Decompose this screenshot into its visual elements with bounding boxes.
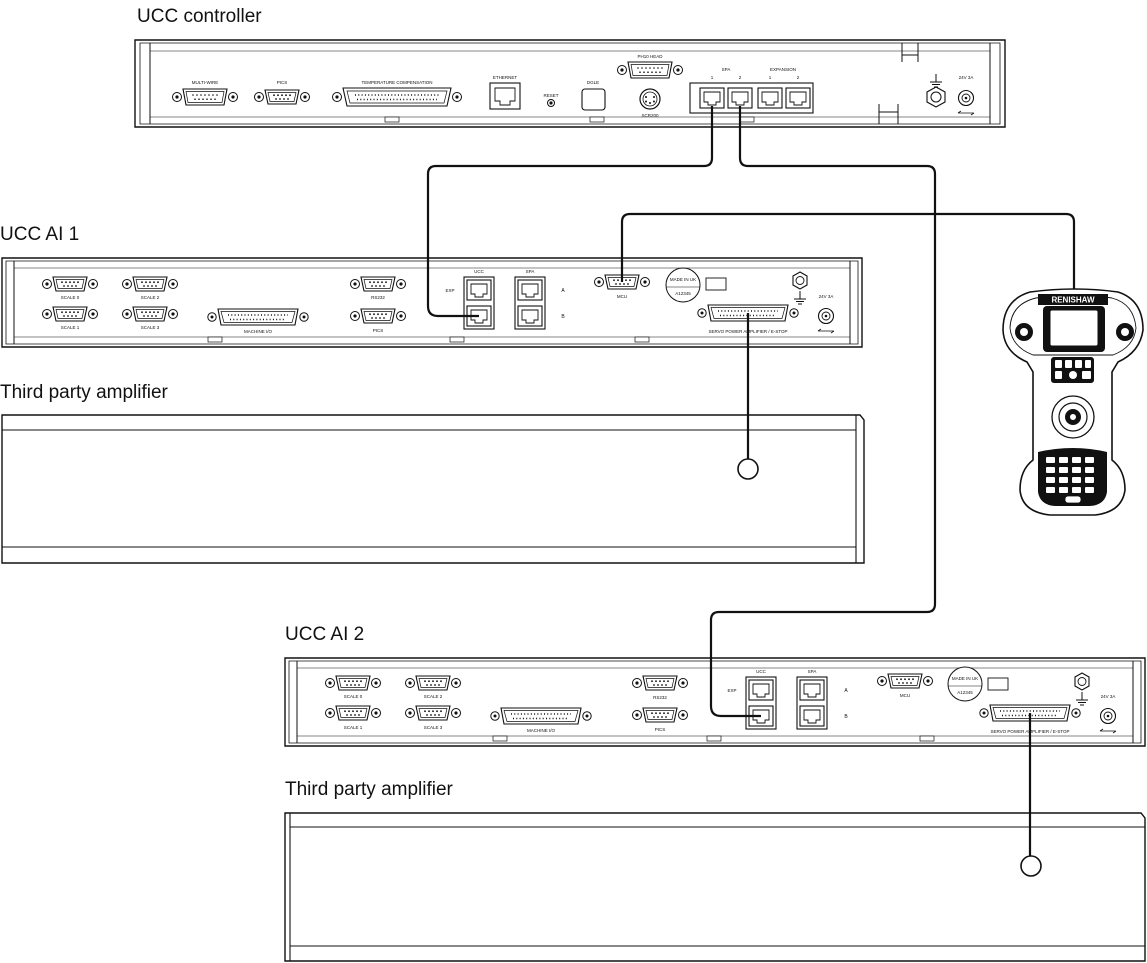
ai1-scale-2-label: SCALE 2 bbox=[141, 295, 160, 300]
controller-ethernet-port bbox=[489, 82, 521, 110]
ai1-pics-label: PICS bbox=[373, 328, 384, 333]
cable-controller-spa1-to-ai1-ucc bbox=[426, 106, 714, 318]
controller-multiwire-label: MULTI-WIRE bbox=[192, 80, 218, 85]
ucc-ai-1-heading: UCC AI 1 bbox=[0, 224, 80, 245]
ai2-machine-io-connector bbox=[490, 707, 592, 725]
controller-expansion-label: EXPANSION bbox=[770, 67, 796, 72]
pendant-display bbox=[1049, 309, 1099, 347]
ai1-scale-3-label: SCALE 3 bbox=[141, 325, 160, 330]
ucc-ai-2-heading: UCC AI 2 bbox=[285, 624, 365, 645]
ai2-earth-screw bbox=[1074, 672, 1090, 691]
ai1-serial-label: A12345 bbox=[675, 291, 691, 296]
controller-dongle-label: DGLE bbox=[587, 80, 599, 85]
controller-temperature-compensation-label: TEMPERATURE COMPENSATION bbox=[361, 80, 432, 85]
controller-spa-label: SPA bbox=[722, 67, 731, 72]
ai2-exp-label: EXP bbox=[727, 688, 736, 693]
ai1-serial-sticker bbox=[705, 277, 727, 291]
controller-scr200-connector bbox=[639, 88, 661, 110]
third-party-amplifier-1 bbox=[1, 414, 865, 564]
ai2-ucc-label: UCC bbox=[756, 669, 766, 674]
controller-dongle-port bbox=[581, 88, 606, 111]
ai1-scale-0-label: SCALE 0 bbox=[61, 295, 80, 300]
controller-spa-2-label: 2 bbox=[739, 75, 742, 80]
ai1-rs232-label: RS232 bbox=[371, 295, 385, 300]
ai2-machine-io-label: MACHINE I/O bbox=[527, 728, 556, 733]
ai1-earth-screw bbox=[792, 271, 808, 290]
controller-spa-1-label: 1 bbox=[711, 75, 714, 80]
ai2-spa-a-label: A bbox=[844, 688, 848, 694]
ai1-ucc-port bbox=[466, 279, 492, 301]
controller-scr200-label: SCR200 bbox=[641, 113, 659, 118]
ai2-polarity-icon bbox=[1099, 728, 1117, 734]
ai2-spa-b-label: B bbox=[844, 714, 848, 720]
ai1-power-label: 24V 3A bbox=[819, 294, 834, 299]
controller-spa-2-port bbox=[727, 87, 753, 109]
ai1-machine-io-connector bbox=[207, 308, 309, 326]
ai1-spa-b-port bbox=[517, 305, 543, 327]
ai1-made-in-badge bbox=[665, 267, 701, 303]
cable-controller-spa2-to-ai2-ucc bbox=[709, 106, 937, 718]
controller-power-label: 24V 3A bbox=[959, 75, 974, 80]
controller-polarity-icon bbox=[957, 110, 975, 116]
ai2-serial-sticker bbox=[987, 677, 1009, 691]
ai2-made-in-label: MADE IN UK bbox=[952, 676, 978, 681]
ai1-exp-label: EXP bbox=[445, 288, 454, 293]
ai1-polarity-icon bbox=[817, 328, 835, 334]
ai1-made-in-label: MADE IN UK bbox=[670, 277, 696, 282]
ai2-power-jack bbox=[1099, 707, 1117, 725]
controller-earth-screw bbox=[926, 86, 946, 108]
pendant-brand-bar bbox=[1038, 294, 1108, 305]
ai2-spa-label: SPA bbox=[808, 669, 817, 674]
third-party-amplifier-2-heading: Third party amplifier bbox=[285, 779, 453, 800]
ucc-ai-2-unit: SCALE 0 SCALE 2 SCALE 1 SCALE 3 MACHINE … bbox=[284, 657, 1146, 747]
controller-expansion-1-label: 1 bbox=[769, 75, 772, 80]
controller-expansion-2-port bbox=[785, 87, 811, 109]
controller-pics-label: PICS bbox=[277, 80, 288, 85]
amplifier-1-connection-point bbox=[737, 458, 759, 480]
third-party-amplifier-2 bbox=[284, 812, 1146, 962]
ucc-ai-1-unit: SCALE 0 SCALE 2 SCALE 1 SCALE 3 MACHINE … bbox=[1, 257, 863, 348]
ai2-power-label: 24V 3A bbox=[1101, 694, 1116, 699]
controller-power-jack bbox=[957, 89, 975, 107]
ai2-scale-1-label: SCALE 1 bbox=[344, 725, 363, 730]
ai2-spa-b-port bbox=[799, 705, 825, 727]
ai2-scale-0-label: SCALE 0 bbox=[344, 694, 363, 699]
controller-expansion-1-port bbox=[757, 87, 783, 109]
renishaw-pendant: RENISHAW bbox=[1002, 288, 1144, 516]
third-party-amplifier-1-heading: Third party amplifier bbox=[0, 382, 168, 403]
controller-ethernet-label: ETHERNET bbox=[493, 75, 518, 80]
ai1-spa-label: SPA bbox=[526, 269, 535, 274]
ai2-scale-2-label: SCALE 2 bbox=[424, 694, 443, 699]
ai2-serial-label: A12345 bbox=[957, 690, 973, 695]
pendant-joystick bbox=[1051, 395, 1095, 439]
controller-reset-button bbox=[547, 99, 555, 107]
ai2-made-in-badge bbox=[947, 666, 983, 702]
ai1-spa-a-port bbox=[517, 279, 543, 301]
ai2-ucc-port bbox=[748, 679, 774, 701]
ai2-spa-a-port bbox=[799, 679, 825, 701]
ai2-scale-3-label: SCALE 3 bbox=[424, 725, 443, 730]
ai1-spa-a-label: A bbox=[561, 288, 565, 294]
cable-pendant-to-ai1-mcu bbox=[620, 212, 1076, 289]
ai1-scale-1-label: SCALE 1 bbox=[61, 325, 80, 330]
ai2-rs232-label: RS232 bbox=[653, 695, 667, 700]
ai1-mcu-label: MCU bbox=[617, 294, 627, 299]
ai2-pics-label: PICS bbox=[655, 727, 666, 732]
amplifier-2-connection-point bbox=[1020, 855, 1042, 877]
controller-temperature-compensation-connector bbox=[331, 87, 463, 107]
ai2-mcu-label: MCU bbox=[900, 693, 910, 698]
controller-expansion-2-label: 2 bbox=[797, 75, 800, 80]
ai1-machine-io-label: MACHINE I/O bbox=[244, 329, 273, 334]
ai1-power-jack bbox=[817, 307, 835, 325]
ucc-controller-heading: UCC controller bbox=[137, 6, 262, 27]
controller-spa-1-port bbox=[699, 87, 725, 109]
controller-reset-label: RESET bbox=[543, 93, 558, 98]
ai1-ucc-label: UCC bbox=[474, 269, 484, 274]
pendant-right-knob bbox=[1116, 323, 1134, 341]
ai1-spa-b-label: B bbox=[561, 314, 565, 320]
pendant-brand-label: RENISHAW bbox=[1051, 296, 1095, 305]
ucc-controller-unit: MULTI-WIRE PICS TEMPERATURE COMPENSATION… bbox=[134, 39, 1006, 128]
controller-probe-head-label: PH10 HEAD bbox=[637, 54, 663, 59]
pendant-left-knob bbox=[1015, 323, 1033, 341]
